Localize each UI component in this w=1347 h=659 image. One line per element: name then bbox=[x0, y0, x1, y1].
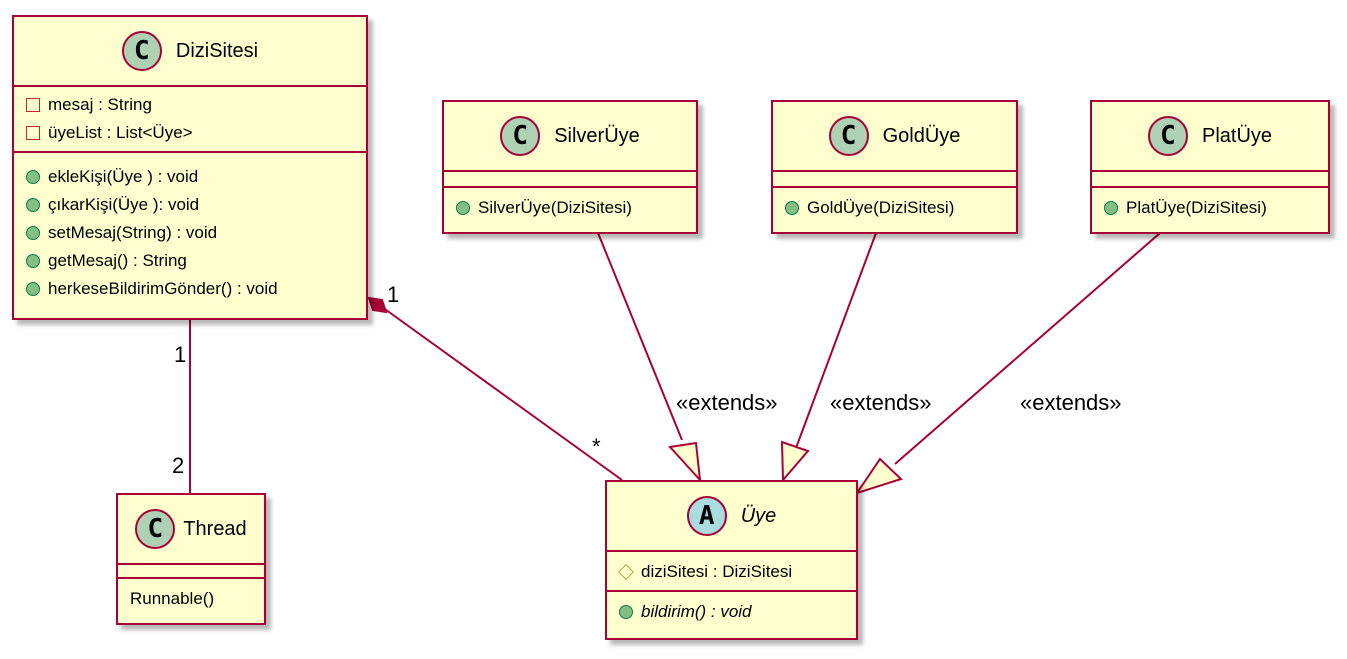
public-visibility-icon bbox=[26, 282, 40, 296]
class-uye-abstract[interactable]: A Üye diziSitesi : DiziSitesi bildirim()… bbox=[605, 480, 858, 640]
gold-extends-line bbox=[795, 232, 877, 449]
silver-extends-label: «extends» bbox=[676, 390, 778, 415]
method-row: setMesaj(String) : void bbox=[26, 219, 366, 247]
public-visibility-icon bbox=[26, 254, 40, 268]
fields-section bbox=[773, 172, 1016, 188]
method-text: çıkarKişi(Üye ): void bbox=[48, 195, 200, 214]
class-header: A Üye bbox=[607, 482, 856, 552]
field-row: diziSitesi : DiziSitesi bbox=[618, 558, 856, 586]
plat-extends-arrowhead bbox=[854, 457, 903, 495]
method-row: getMesaj() : String bbox=[26, 247, 366, 275]
composition-line bbox=[381, 306, 623, 481]
method-row: bildirim() : void bbox=[619, 598, 856, 626]
class-name: SilverÜye bbox=[554, 124, 640, 147]
methods-section: SilverÜye(DiziSitesi) bbox=[444, 188, 696, 226]
class-header: C SilverÜye bbox=[444, 102, 696, 172]
field-text: diziSitesi : DiziSitesi bbox=[641, 562, 793, 581]
composition-target-multiplicity: * bbox=[592, 434, 601, 459]
class-silveruye[interactable]: C SilverÜye SilverÜye(DiziSitesi) bbox=[442, 100, 698, 234]
method-text: herkeseBildirimGönder() : void bbox=[48, 279, 278, 298]
public-visibility-icon bbox=[26, 170, 40, 184]
class-c-badge-icon: C bbox=[135, 509, 176, 549]
public-visibility-icon bbox=[26, 226, 40, 240]
method-text: setMesaj(String) : void bbox=[48, 223, 218, 242]
method-row: ekleKişi(Üye ) : void bbox=[26, 163, 366, 191]
thread-target-multiplicity: 2 bbox=[172, 453, 185, 478]
thread-source-multiplicity: 1 bbox=[174, 342, 187, 367]
method-text: getMesaj() : String bbox=[48, 251, 187, 270]
fields-section: mesaj : String üyeList : List<Üye> bbox=[14, 87, 366, 153]
methods-section: bildirim() : void bbox=[607, 592, 856, 630]
class-name: PlatÜye bbox=[1201, 124, 1273, 147]
class-platuye[interactable]: C PlatÜye PlatÜye(DiziSitesi) bbox=[1090, 100, 1330, 234]
class-name: DiziSitesi bbox=[175, 39, 259, 62]
methods-section: Runnable() bbox=[118, 579, 264, 617]
methods-section: ekleKişi(Üye ) : void çıkarKişi(Üye ): v… bbox=[14, 153, 366, 307]
class-c-badge-icon: C bbox=[1147, 116, 1188, 156]
method-row: SilverÜye(DiziSitesi) bbox=[456, 194, 696, 222]
method-row: PlatÜye(DiziSitesi) bbox=[1104, 194, 1328, 222]
class-dizisitesi[interactable]: C DiziSitesi mesaj : String üyeList : Li… bbox=[12, 15, 368, 320]
private-visibility-icon bbox=[26, 98, 40, 112]
class-name: GoldÜye bbox=[882, 124, 961, 147]
composition-source-multiplicity: 1 bbox=[387, 282, 400, 307]
class-c-badge-icon: C bbox=[828, 116, 869, 156]
methods-section: GoldÜye(DiziSitesi) bbox=[773, 188, 1016, 226]
protected-visibility-icon bbox=[618, 564, 634, 580]
silver-extends-line bbox=[597, 232, 683, 441]
public-visibility-icon bbox=[785, 201, 799, 215]
plat-extends-label: «extends» bbox=[1020, 390, 1122, 415]
public-visibility-icon bbox=[26, 198, 40, 212]
method-row: çıkarKişi(Üye ): void bbox=[26, 191, 366, 219]
class-header: C Thread bbox=[118, 495, 264, 565]
gold-extends-arrowhead bbox=[780, 440, 810, 483]
abstract-a-badge-icon: A bbox=[686, 496, 727, 536]
field-text: mesaj : String bbox=[48, 95, 152, 114]
class-header: C DiziSitesi bbox=[14, 17, 366, 87]
silver-extends-arrowhead bbox=[668, 441, 702, 483]
gold-extends-label: «extends» bbox=[830, 390, 932, 415]
class-c-badge-icon: C bbox=[121, 31, 162, 71]
private-visibility-icon bbox=[26, 126, 40, 140]
method-row: Runnable() bbox=[130, 585, 264, 613]
public-visibility-icon bbox=[456, 201, 470, 215]
method-text: ekleKişi(Üye ) : void bbox=[48, 167, 199, 186]
fields-section bbox=[118, 565, 264, 579]
fields-section bbox=[1092, 172, 1328, 188]
field-text: üyeList : List<Üye> bbox=[48, 123, 193, 142]
composition-diamond bbox=[367, 296, 388, 314]
methods-section: PlatÜye(DiziSitesi) bbox=[1092, 188, 1328, 226]
method-text: PlatÜye(DiziSitesi) bbox=[1126, 198, 1267, 217]
public-visibility-icon bbox=[619, 605, 633, 619]
method-text: bildirim() : void bbox=[641, 602, 752, 621]
method-text: GoldÜye(DiziSitesi) bbox=[807, 198, 955, 217]
method-row: GoldÜye(DiziSitesi) bbox=[785, 194, 1016, 222]
field-row: mesaj : String bbox=[26, 91, 366, 119]
method-text: SilverÜye(DiziSitesi) bbox=[478, 198, 632, 217]
plat-extends-line bbox=[894, 232, 1161, 465]
fields-section: diziSitesi : DiziSitesi bbox=[607, 552, 856, 592]
public-visibility-icon bbox=[1104, 201, 1118, 215]
class-thread[interactable]: C Thread Runnable() bbox=[116, 493, 266, 625]
method-row: herkeseBildirimGönder() : void bbox=[26, 275, 366, 303]
class-header: C GoldÜye bbox=[773, 102, 1016, 172]
method-text: Runnable() bbox=[130, 589, 215, 608]
class-name: Thread bbox=[183, 517, 247, 540]
class-name: Üye bbox=[740, 504, 777, 527]
class-header: C PlatÜye bbox=[1092, 102, 1328, 172]
class-golduye[interactable]: C GoldÜye GoldÜye(DiziSitesi) bbox=[771, 100, 1018, 234]
field-row: üyeList : List<Üye> bbox=[26, 119, 366, 147]
class-c-badge-icon: C bbox=[500, 116, 541, 156]
fields-section bbox=[444, 172, 696, 188]
